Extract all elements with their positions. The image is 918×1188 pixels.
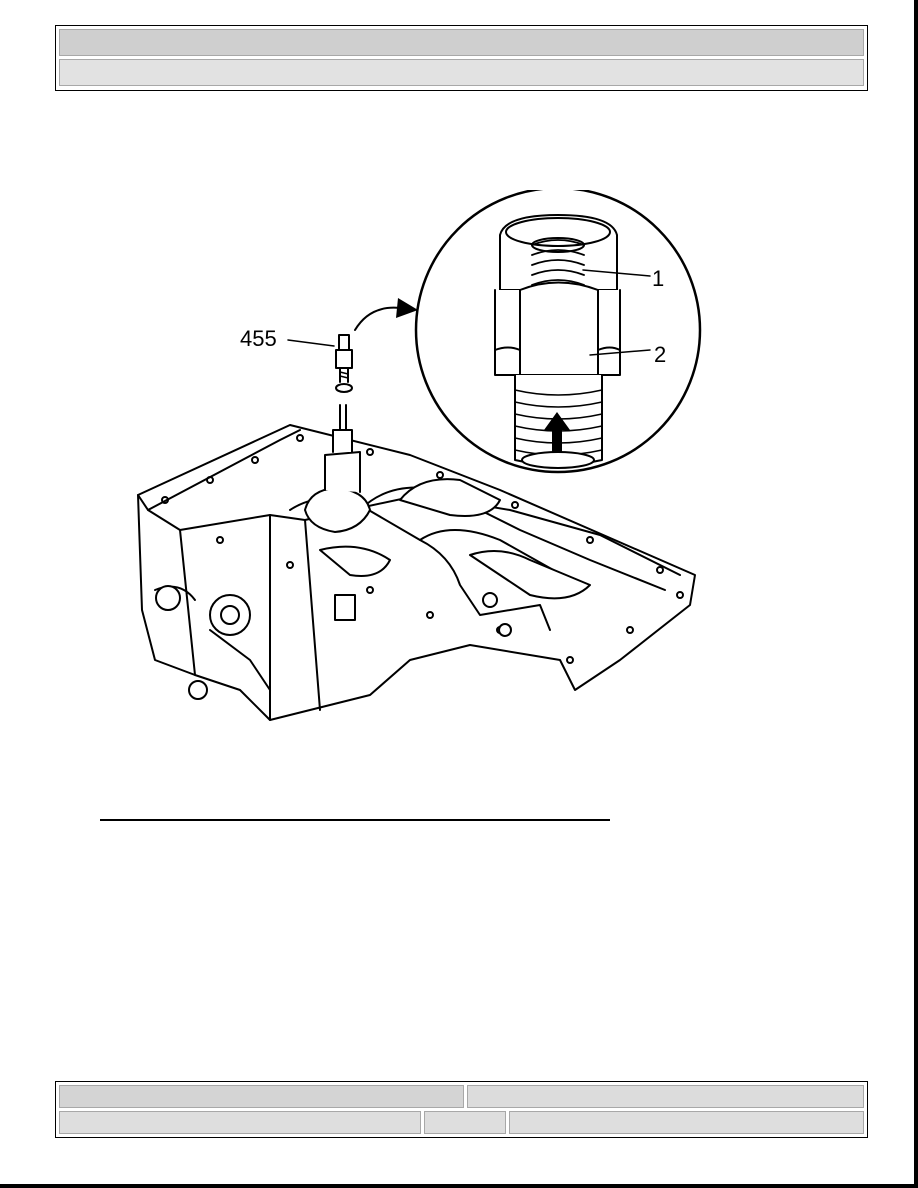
footer-cell-bottom-left [59, 1111, 421, 1134]
footer-cell-top-right [467, 1085, 864, 1108]
detail-arrow [354, 306, 401, 331]
callout-455: 455 [240, 326, 277, 351]
callout-455-leader [287, 339, 335, 347]
footer-cell-bottom-middle [424, 1111, 506, 1134]
footer-cell-bottom-right [509, 1111, 864, 1134]
detail-view-circle [414, 190, 702, 474]
section-separator [100, 819, 610, 821]
callout-1-leader [582, 269, 651, 277]
page-header [55, 25, 868, 91]
fitting-455 [335, 334, 353, 393]
flow-arrow [544, 412, 570, 452]
oil-pan-body [137, 424, 696, 721]
callout-2: 2 [654, 342, 666, 367]
oil-pan-illustration: 455 1 2 [137, 190, 702, 721]
callout-1: 1 [652, 266, 664, 291]
footer-cell-top-left [59, 1085, 464, 1108]
header-title-bar [59, 29, 864, 56]
page-edge-right [914, 0, 918, 1188]
page-footer [55, 1081, 868, 1138]
callout-2-leader [589, 349, 651, 356]
oil-filter-boss [304, 404, 371, 533]
page-edge-bottom [0, 1184, 918, 1188]
header-subtitle-bar [59, 59, 864, 86]
